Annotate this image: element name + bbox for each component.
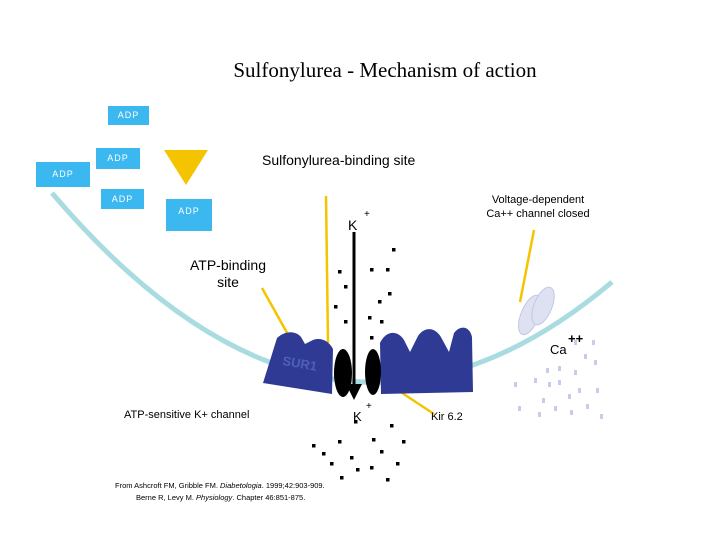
- potassium-ion: [390, 424, 394, 428]
- ion-dots: [312, 248, 603, 482]
- atp-sensitive-channel-label: ATP-sensitive K+ channel: [124, 409, 250, 421]
- calcium-charge: ++: [568, 331, 584, 346]
- atp-triangle: [164, 150, 208, 185]
- calcium-ion: [586, 404, 589, 409]
- calcium-ion: [546, 368, 549, 373]
- pore-right: [365, 349, 381, 395]
- potassium-ion: [330, 462, 334, 466]
- potassium-ion: [386, 478, 390, 482]
- citation-line-2: Berne R, Levy M. Physiology. Chapter 46:…: [136, 493, 305, 502]
- kir-subunit: [380, 327, 473, 394]
- adp-box-2: ADP: [96, 148, 140, 169]
- voltage-dependent-line-1: Voltage-dependent: [491, 194, 585, 206]
- potassium-ion: [338, 440, 342, 444]
- potassium-ion: [334, 305, 338, 309]
- citation-line-1: From Ashcroft FM, Gribble FM. Diabetolog…: [115, 481, 325, 490]
- calcium-ion: [574, 370, 577, 375]
- atp-binding-line-2: site: [217, 274, 239, 290]
- potassium-ion: [312, 444, 316, 448]
- page-title: Sulfonylurea - Mechanism of action: [233, 58, 537, 82]
- calcium-ion: [578, 388, 581, 393]
- potassium-ion: [338, 270, 342, 274]
- potassium-ion: [380, 320, 384, 324]
- calcium-ion: [600, 414, 603, 419]
- potassium-ion: [368, 316, 372, 320]
- potassium-ion: [344, 320, 348, 324]
- calcium-ion: [574, 340, 577, 345]
- calcium-ion: [538, 412, 541, 417]
- potassium-ion: [350, 456, 354, 460]
- voltage-dependent-line-2: Ca++ channel closed: [486, 208, 590, 220]
- sulfonylurea-binding-site-label: Sulfonylurea-binding site: [262, 152, 416, 168]
- potassium-ion: [372, 438, 376, 442]
- potassium-bottom-charge: +: [366, 401, 372, 412]
- calcium-ion: [534, 378, 537, 383]
- sulfonylurea-pointer: [324, 195, 330, 344]
- potassium-ion: [370, 268, 374, 272]
- potassium-ion: [356, 468, 360, 472]
- citation-1-journal: Diabetologia: [220, 481, 262, 490]
- potassium-arrow-head: [346, 384, 362, 400]
- calcium-ion: [584, 354, 587, 359]
- voltage-dependent-label: Voltage-dependent Ca++ channel closed: [468, 193, 608, 221]
- potassium-ion: [386, 268, 390, 272]
- citation-2-pre: Berne R, Levy M.: [136, 493, 197, 502]
- calcium-ion: [594, 360, 597, 365]
- citation-1-pre: From Ashcroft FM, Gribble FM.: [115, 481, 221, 490]
- potassium-ion: [370, 336, 374, 340]
- potassium-top-charge: +: [364, 209, 370, 220]
- potassium-top-label: K: [348, 217, 358, 233]
- potassium-ion: [322, 452, 326, 456]
- calcium-ion: [558, 380, 561, 385]
- atp-binding-line-1: ATP-binding: [189, 257, 266, 273]
- calcium-label: Ca: [550, 342, 567, 357]
- potassium-ion: [354, 420, 358, 424]
- potassium-ion: [380, 450, 384, 454]
- calcium-ion: [568, 394, 571, 399]
- calcium-ion: [554, 406, 557, 411]
- citation-1-post: . 1999;42:903-909.: [261, 481, 325, 490]
- atp-binding-site-label: ATP-binding site: [168, 257, 288, 291]
- calcium-channel-right: [531, 286, 555, 326]
- potassium-ion: [370, 466, 374, 470]
- potassium-ion: [388, 292, 392, 296]
- potassium-ion: [392, 248, 396, 252]
- kir62-label: Kir 6.2: [431, 411, 463, 423]
- potassium-ion: [344, 285, 348, 289]
- calcium-ion: [570, 410, 573, 415]
- potassium-ion: [396, 462, 400, 466]
- potassium-ion: [402, 440, 406, 444]
- potassium-bottom-label: K: [353, 409, 362, 424]
- adp-box-3: ADP: [36, 162, 90, 187]
- atp-label: ATP: [177, 140, 197, 150]
- citation-2-book: Physiology: [196, 493, 233, 502]
- calcium-ion: [596, 388, 599, 393]
- calcium-ion: [558, 366, 561, 371]
- voltage-pointer: [518, 229, 536, 303]
- calcium-ion: [592, 340, 595, 345]
- sur1-subunit: [263, 332, 333, 394]
- calcium-ion: [548, 382, 551, 387]
- calcium-ion: [542, 398, 545, 403]
- potassium-ion: [378, 300, 382, 304]
- adp-box-5: ADP: [166, 199, 212, 231]
- citation-2-post: . Chapter 46:851-875.: [232, 493, 306, 502]
- calcium-ion: [514, 382, 517, 387]
- adp-box-1: ADP: [108, 106, 149, 125]
- adp-box-4: ADP: [101, 189, 144, 209]
- calcium-ion: [518, 406, 521, 411]
- potassium-ion: [340, 476, 344, 480]
